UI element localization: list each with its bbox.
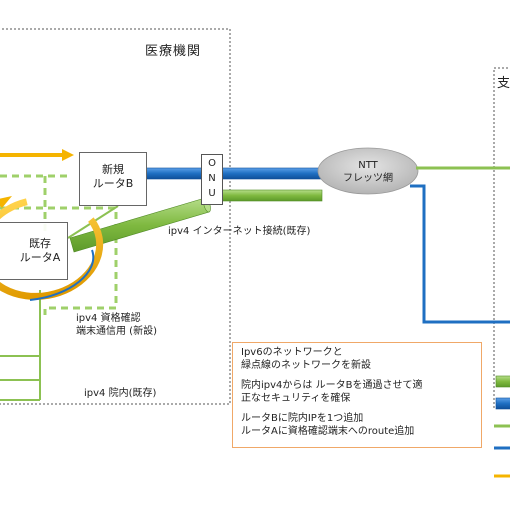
facility-title: 医療機関: [145, 44, 202, 59]
in-hospital-line-label: ipv4 院内(既存): [84, 388, 157, 399]
ntt-to-branch-blue: [410, 184, 510, 324]
router-b-box: 新規 ルータB: [79, 152, 147, 206]
ipv6-blue-tube: [145, 167, 205, 180]
branch-boundary: [493, 67, 510, 409]
ntt-cloud-label: NTT フレッツ網: [343, 160, 393, 184]
dashed-green-network: [0, 174, 118, 315]
note-line-2: 院内ipv4からは ルータBを通過させて適 正なセキュリティを確保: [241, 380, 423, 404]
note-line-1: Ipv6のネットワークと 緑点線のネットワークを新設: [241, 347, 371, 371]
onu-box: O N U: [201, 154, 223, 205]
onu-letter-u: U: [208, 188, 216, 199]
legend-green-tube: [495, 375, 510, 388]
facility-boundary: [0, 28, 231, 405]
orange-ring: [0, 196, 104, 300]
legend-blue-tube: [495, 397, 510, 410]
note-line-3: ルータBに院内IPを1つ追加 ルータAに資格確認端末へのroute追加: [241, 413, 415, 437]
ntt-cloud-shape: [317, 147, 419, 195]
orange-arrow-head: [62, 149, 74, 161]
router-a-box: 既存 ルータA: [0, 222, 68, 280]
ipv6-blue-tube-onu-ntt: [221, 167, 323, 180]
onu-letter-o: O: [208, 158, 216, 169]
note-box: Ipv6のネットワークと 緑点線のネットワークを新設 院内ipv4からは ルータ…: [232, 342, 482, 448]
ipv4-internet-label: ipv4 インターネット接続(既存): [168, 226, 311, 237]
onu-letter-n: N: [208, 173, 216, 184]
in-hospital-green-lines: [0, 290, 41, 401]
ipv4-green-tube-onu-ntt: [221, 189, 323, 202]
branch-title: 支: [497, 76, 510, 91]
qualification-line-label: ipv4 資格確認 端末通信用 (新設): [76, 313, 157, 337]
blue-arc: [29, 249, 95, 301]
